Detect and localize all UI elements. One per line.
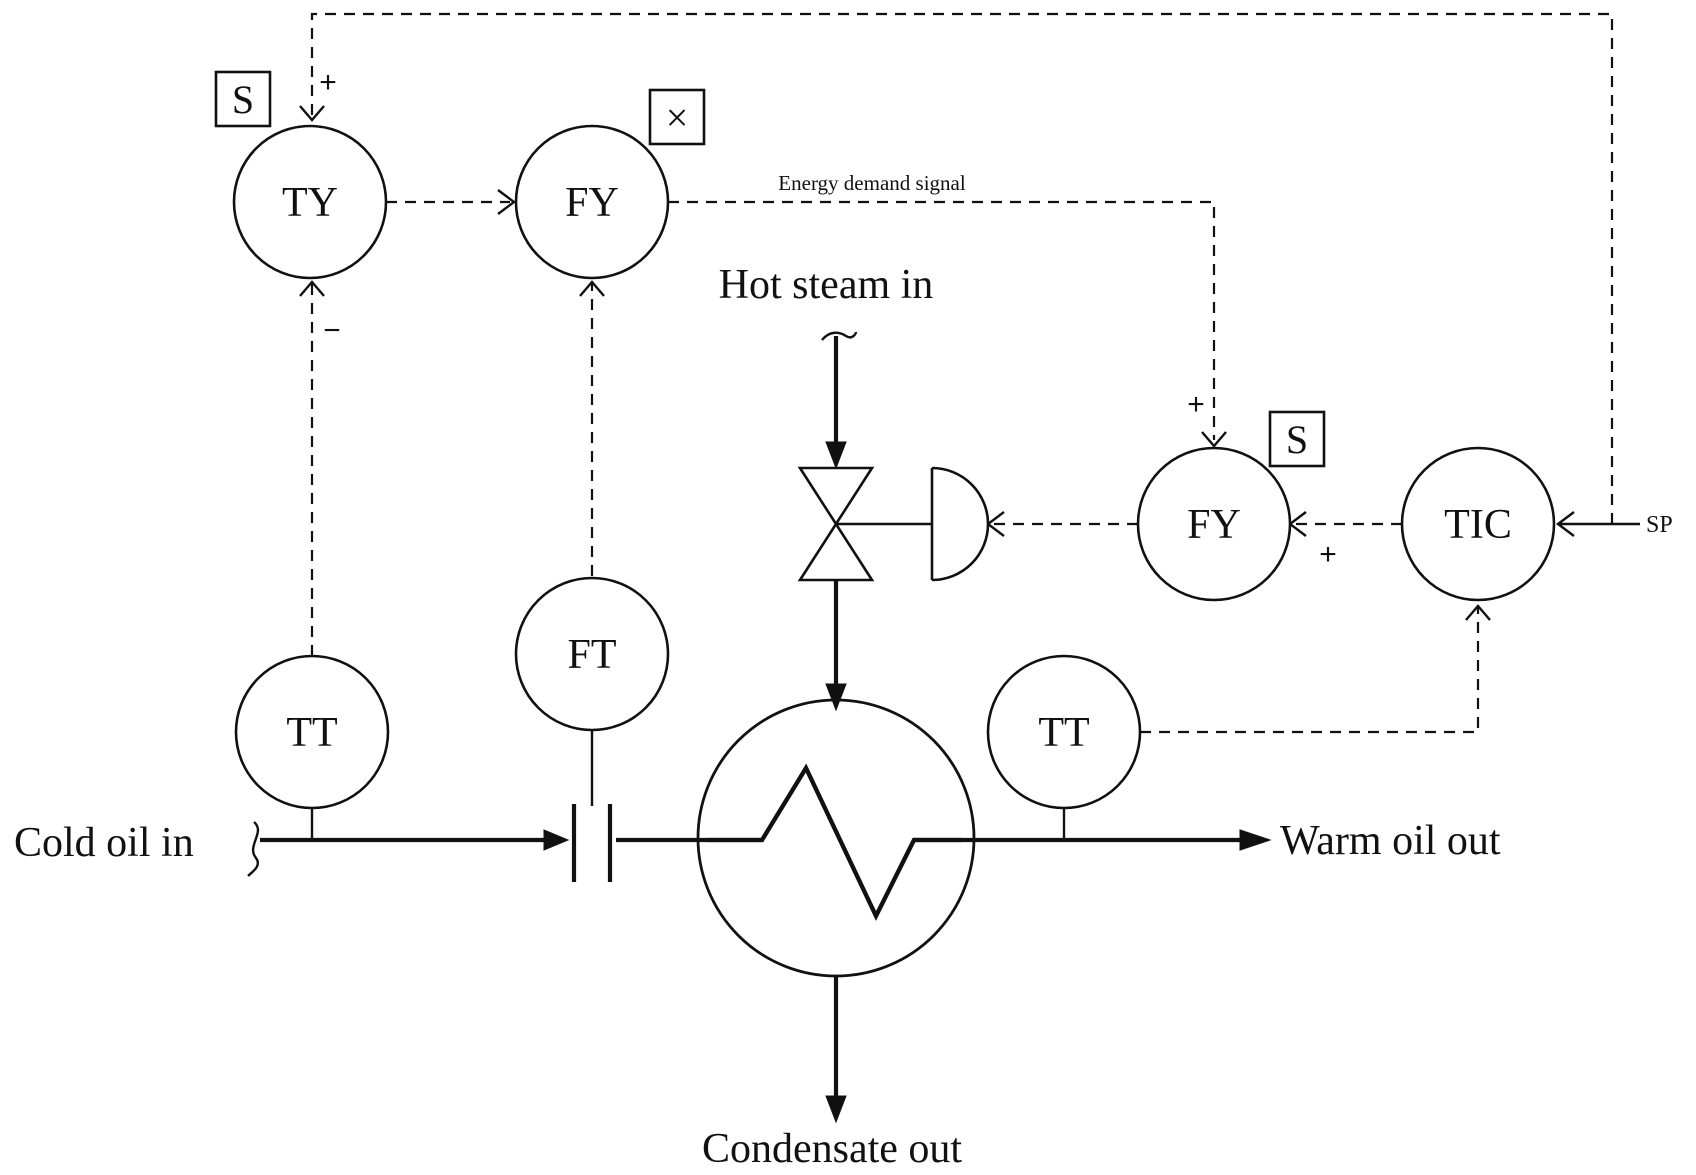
tt-inlet-label: TT bbox=[286, 710, 337, 756]
energy-demand-signal bbox=[668, 200, 1216, 440]
tt-outlet-label: TT bbox=[1038, 710, 1089, 756]
instrument-tic: TIC bbox=[1400, 446, 1556, 602]
valve-body-lower bbox=[797, 521, 875, 582]
arrowhead-into-tic-right bbox=[1556, 511, 1575, 537]
heating-coil-overlay bbox=[708, 763, 962, 921]
tt-outlet-to-tic-signal bbox=[1140, 608, 1480, 734]
ty-function-frame bbox=[214, 70, 272, 128]
ty-plus-sign: + bbox=[319, 66, 337, 99]
arrowhead-into-fy-left bbox=[497, 189, 516, 215]
arrowhead-into-ty-bottom bbox=[299, 280, 325, 297]
ft-label: FT bbox=[567, 632, 616, 678]
condensate-out-arrow bbox=[825, 1095, 847, 1124]
ty-minus-sign: − bbox=[323, 314, 341, 347]
fy-sum-plus-right-sign: + bbox=[1319, 538, 1337, 571]
hot-steam-in-label: Hot steam in bbox=[719, 262, 934, 308]
cold-oil-in-label: Cold oil in bbox=[14, 820, 194, 866]
instrument-fy-multiply: FY bbox=[514, 124, 670, 280]
fy-sum-plus-top-sign: + bbox=[1187, 388, 1205, 421]
fy-sum-function-letter: S bbox=[1286, 417, 1308, 462]
fy-multiply-function-frame bbox=[648, 88, 706, 146]
instrument-fy-sum: FY bbox=[1136, 446, 1292, 602]
tic-bubble bbox=[1400, 446, 1556, 602]
cold-oil-pipe-break bbox=[247, 821, 260, 877]
instrument-ty: TY bbox=[232, 124, 388, 280]
arrowhead-into-tic-bottom bbox=[1465, 604, 1491, 621]
arrowhead-into-ty-top bbox=[299, 105, 325, 122]
instrument-stems bbox=[310, 728, 1066, 840]
steam-pipe-break bbox=[821, 331, 858, 341]
valve-body-upper bbox=[797, 466, 875, 527]
fy-multiply-label: FY bbox=[565, 180, 619, 226]
setpoint-feedforward-signal bbox=[310, 12, 1614, 524]
arrowhead-into-fy-bottom bbox=[579, 280, 605, 297]
heat-exchanger bbox=[696, 698, 976, 978]
fy-sum-function-box: S bbox=[1268, 410, 1326, 468]
fy-multiply-function-symbol: × bbox=[666, 95, 689, 140]
tt-outlet-bubble bbox=[986, 654, 1142, 810]
steam-to-exchanger-arrow bbox=[825, 683, 847, 712]
condensate-out-label: Condensate out bbox=[702, 1126, 962, 1172]
ft-bubble bbox=[514, 576, 670, 732]
tt-inlet-bubble bbox=[234, 654, 390, 810]
fy-multiply-bubble bbox=[514, 124, 670, 280]
control-valve bbox=[797, 466, 990, 582]
cold-oil-flow-arrow bbox=[543, 829, 570, 851]
steam-to-valve-arrow bbox=[825, 441, 847, 470]
instrument-tt-inlet: TT bbox=[234, 654, 390, 810]
instrument-tt-outlet: TT bbox=[986, 654, 1142, 810]
diaphragm-actuator bbox=[930, 466, 990, 582]
ty-function-letter: S bbox=[232, 77, 254, 122]
instrument-ft: FT bbox=[514, 576, 670, 732]
fy-multiply-function-box: × bbox=[648, 88, 706, 146]
arrowhead-into-fy-sum-top bbox=[1201, 431, 1227, 448]
process-lines bbox=[247, 331, 1244, 1104]
warm-oil-out-arrow bbox=[1239, 829, 1272, 851]
fy-sum-bubble bbox=[1136, 446, 1292, 602]
ty-label: TY bbox=[282, 180, 338, 226]
energy-demand-signal-label: Energy demand signal bbox=[778, 171, 966, 195]
ty-function-box: S bbox=[214, 70, 272, 128]
process-arrowheads bbox=[543, 441, 1272, 1124]
fy-sum-function-frame bbox=[1268, 410, 1326, 468]
tic-label: TIC bbox=[1444, 502, 1512, 548]
ty-bubble bbox=[232, 124, 388, 280]
fy-sum-label: FY bbox=[1187, 502, 1241, 548]
warm-oil-out-label: Warm oil out bbox=[1280, 818, 1501, 864]
setpoint-label: SP bbox=[1646, 512, 1673, 538]
signal-lines bbox=[310, 12, 1640, 734]
